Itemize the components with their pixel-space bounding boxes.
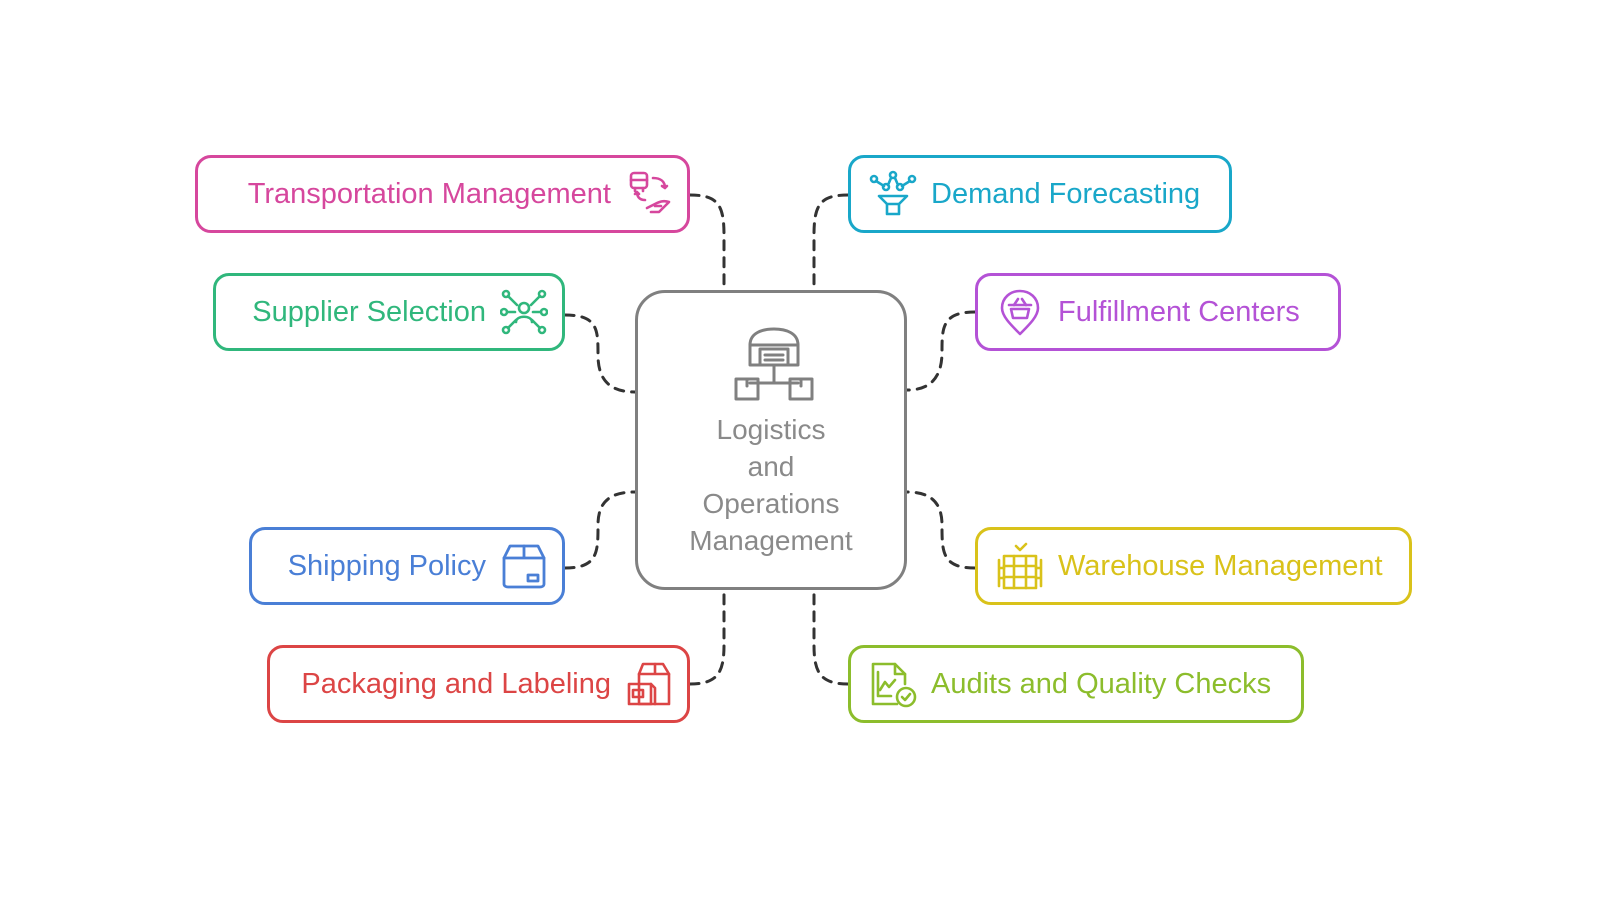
center-title-line: Operations <box>702 488 840 519</box>
connector-shipping <box>563 490 637 570</box>
connector-demand <box>812 193 850 294</box>
network-people-icon <box>500 289 548 335</box>
location-basket-icon <box>1000 289 1040 336</box>
node-shipping[interactable]: Shipping Policy <box>249 527 565 605</box>
node-supplier[interactable]: Supplier Selection <box>213 273 565 351</box>
node-warehouse[interactable]: Warehouse Management <box>975 527 1412 605</box>
connector-packaging <box>688 588 726 686</box>
node-transportation-label: Transportation Management <box>247 177 611 210</box>
node-warehouse-label: Warehouse Management <box>1058 549 1383 582</box>
chart-check-icon <box>871 662 917 708</box>
node-shipping-label: Shipping Policy <box>287 549 486 582</box>
center-title: Logistics and Operations Management <box>638 411 904 559</box>
connector-audits <box>812 588 850 686</box>
center-title-line: Management <box>689 525 853 556</box>
node-fulfillment[interactable]: Fulfillment Centers <box>975 273 1341 351</box>
truck-exchange-icon <box>629 171 671 214</box>
node-demand[interactable]: Demand Forecasting <box>848 155 1232 233</box>
packages-icon <box>627 662 671 706</box>
node-fulfillment-label: Fulfillment Centers <box>1058 295 1300 328</box>
center-node[interactable]: Logistics and Operations Management <box>635 290 907 590</box>
connector-supplier <box>563 313 637 394</box>
node-demand-label: Demand Forecasting <box>931 177 1201 210</box>
node-audits[interactable]: Audits and Quality Checks <box>848 645 1304 723</box>
center-title-line: and <box>747 451 795 482</box>
node-packaging-label: Packaging and Labeling <box>301 667 611 700</box>
connector-transportation <box>688 193 726 294</box>
warehouse-distribution-icon <box>734 327 814 401</box>
connector-fulfillment <box>905 310 977 392</box>
node-packaging[interactable]: Packaging and Labeling <box>267 645 690 723</box>
node-supplier-label: Supplier Selection <box>252 295 486 328</box>
warehouse-shelves-icon <box>997 542 1043 590</box>
funnel-network-icon <box>869 170 917 216</box>
node-audits-label: Audits and Quality Checks <box>931 667 1272 700</box>
connector-warehouse <box>905 490 977 570</box>
box-icon <box>502 544 546 589</box>
node-transportation[interactable]: Transportation Management <box>195 155 690 233</box>
center-title-line: Logistics <box>716 414 826 445</box>
